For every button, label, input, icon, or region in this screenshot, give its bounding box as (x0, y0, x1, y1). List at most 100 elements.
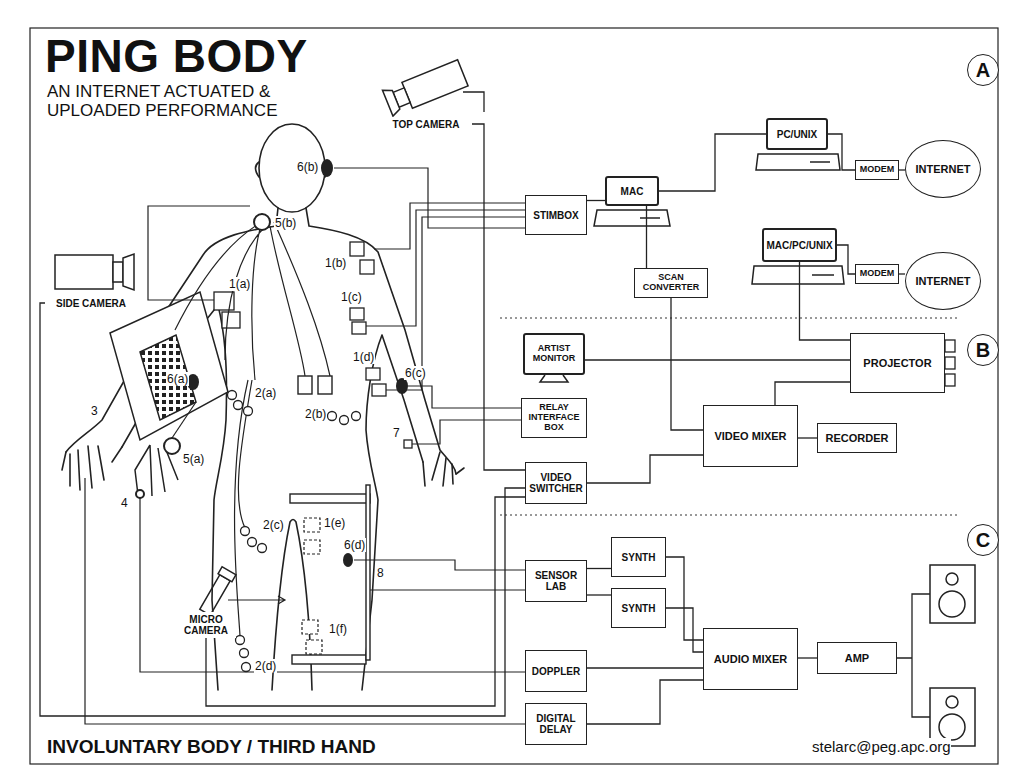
node-text: ARTIST MONITOR (528, 344, 580, 364)
projector-lens (945, 340, 955, 386)
electrode-cluster (248, 538, 257, 547)
connector (40, 303, 525, 716)
node-text: SENSOR LAB (529, 570, 583, 592)
node-text: PROJECTOR (863, 357, 931, 369)
node-text: INTERNET (916, 163, 971, 175)
muscle-sensor (321, 159, 333, 177)
connector (800, 262, 851, 340)
callout-number: 3 (90, 404, 99, 418)
connector (646, 206, 647, 268)
electrode-pad (360, 260, 374, 274)
node-text: VIDEO SWITCHER (529, 472, 583, 494)
connector (206, 497, 525, 706)
hidden-electrode (304, 518, 320, 532)
leg-strap (292, 655, 366, 664)
connector (671, 298, 703, 430)
callout-number: 2(a) (254, 386, 277, 400)
connector (472, 124, 525, 470)
hidden-electrode (302, 518, 322, 654)
connector (798, 657, 817, 658)
device-box: RECORDER (817, 423, 897, 453)
signal-wire (85, 478, 525, 724)
body-outline (62, 124, 464, 690)
callout-number: 5(b) (274, 216, 297, 230)
electrode-pad (214, 292, 234, 310)
device-box: VIDEO MIXER (703, 405, 798, 467)
section-letter: B (967, 334, 999, 366)
internet-cloud: INTERNET (905, 252, 981, 310)
electrode-cluster (240, 649, 249, 658)
stim-pack (298, 376, 332, 394)
camera-label: MICRO CAMERA (176, 612, 236, 638)
callout-number: 5(a) (182, 452, 205, 466)
computer-screen: MAC (605, 176, 659, 206)
computer-screen: ARTIST MONITOR (523, 333, 585, 375)
third-hand (110, 292, 228, 440)
computer-base (756, 154, 840, 170)
node-text: DIGITAL DELAY (529, 713, 583, 735)
connector (828, 134, 855, 170)
callout-number: 6(b) (296, 160, 319, 174)
projector-lens (945, 357, 955, 369)
frame (30, 28, 998, 764)
connector (587, 680, 703, 724)
node-text: MAC/PC/UNIX (766, 240, 832, 251)
electrode-cluster (340, 416, 349, 425)
device-box: SENSOR LAB (525, 560, 587, 602)
micro-camera (198, 567, 236, 617)
device-box: PROJECTOR (850, 333, 945, 393)
body-wires (175, 222, 330, 636)
section-divider (500, 318, 960, 319)
callout-number: 6(a) (166, 372, 189, 386)
connector (666, 557, 703, 640)
signal-wire (85, 168, 525, 724)
device-box: AUDIO MIXER (703, 628, 798, 690)
electrode-pad (350, 308, 364, 320)
computer-base (640, 217, 660, 219)
body-outline (62, 446, 122, 490)
electrode-cluster (242, 663, 251, 672)
callout-number: 8 (376, 566, 385, 580)
electrode-cluster (352, 412, 361, 421)
electrode-pad (214, 242, 412, 448)
hidden-electrode (302, 620, 318, 634)
top-camera (382, 87, 401, 116)
section-letter: A (967, 54, 999, 86)
node-text: SYNTH (622, 552, 656, 563)
computer-screen: PC/UNIX (766, 118, 828, 150)
speaker (939, 714, 965, 740)
device-box: SYNTH (611, 537, 666, 577)
callout-number: 2(d) (254, 659, 277, 673)
node-text: SCAN CONVERTER (638, 273, 704, 293)
monitor-stand (540, 375, 568, 382)
electrode-cluster (234, 401, 243, 410)
callout-number: 2(b) (304, 407, 327, 421)
electrode-cluster (236, 636, 245, 645)
signal-wire (408, 386, 521, 444)
speaker (939, 591, 965, 617)
connector (587, 568, 611, 569)
computer-base (810, 161, 830, 163)
signal-wire (172, 402, 196, 438)
signal-wire (334, 168, 525, 390)
electrode-cluster (228, 391, 237, 400)
connector (775, 382, 850, 405)
body-outline (423, 452, 464, 486)
frame (30, 28, 998, 764)
side-camera (55, 255, 113, 289)
callout-number: 1(c) (340, 290, 363, 304)
electrode-cluster (328, 412, 337, 421)
node-text: PC/UNIX (777, 129, 818, 140)
leg-strap (290, 494, 370, 503)
device-box: MODEM (855, 264, 899, 284)
body-outline (259, 124, 325, 212)
sensor-ring (254, 214, 270, 230)
micro-camera-pointer (228, 596, 285, 604)
third-hand (110, 292, 228, 496)
micro-camera (200, 575, 230, 616)
node-text: MAC (621, 186, 644, 197)
computer-base (594, 210, 670, 226)
callout-number: 1(f) (328, 622, 348, 636)
computer-base (594, 154, 844, 284)
